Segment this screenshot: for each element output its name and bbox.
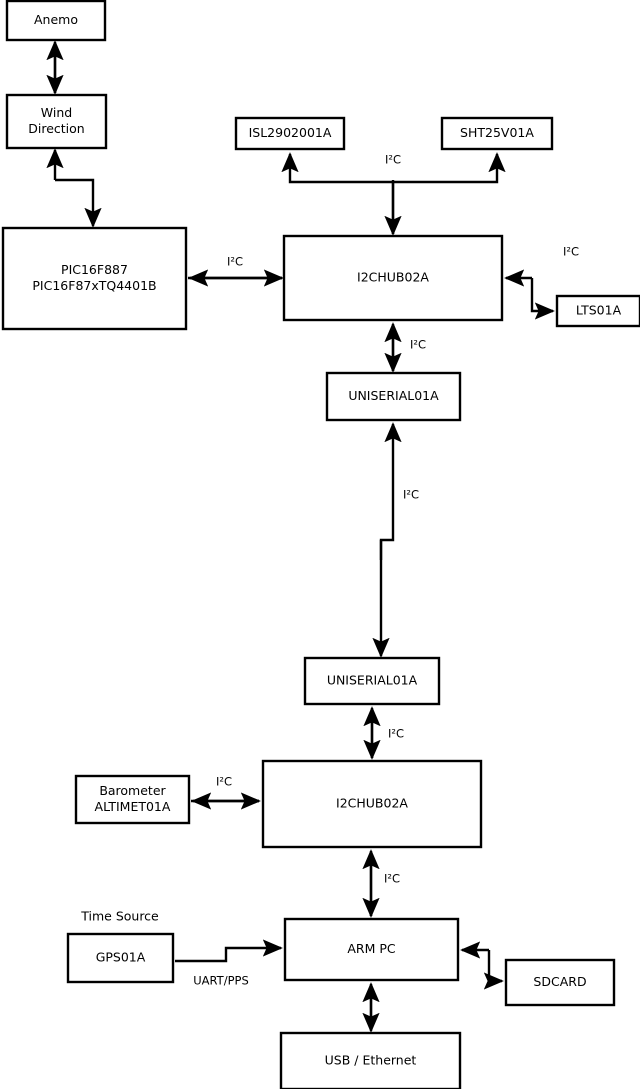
node-box-uniserial_dn[interactable] xyxy=(303,656,441,706)
node-box-sdcard[interactable] xyxy=(504,958,616,1007)
connector-wind-to-pic-down xyxy=(55,178,102,228)
node-label-uniserial_dn: UNISERIAL01A xyxy=(327,673,418,688)
edge-label-pic-hub-i2c: I²C xyxy=(227,255,243,269)
node-label-usb: USB / Ethernet xyxy=(325,1053,417,1068)
edge-label-hub-lts-i2c: I²C xyxy=(563,245,579,259)
node-box-anemo[interactable] xyxy=(5,0,107,42)
node-label-anemo: Anemo xyxy=(34,12,78,27)
node-box-sht[interactable] xyxy=(440,116,554,151)
node-usb[interactable]: USB / Ethernet xyxy=(279,1031,462,1089)
node-box-gps[interactable] xyxy=(66,932,175,984)
node-box-lts[interactable] xyxy=(555,294,640,328)
node-label-gps: GPS01A xyxy=(96,950,146,965)
node-box-uniserial_up[interactable] xyxy=(325,371,462,422)
node-box-usb[interactable] xyxy=(279,1031,462,1089)
edge-label-baro-hub-i2c: I²C xyxy=(216,775,232,789)
node-isl[interactable]: ISL2902001A xyxy=(234,116,346,151)
connector-uniserial-dn-to-up xyxy=(379,422,402,560)
node-label-hub_bot: I2CHUB02A xyxy=(336,796,408,811)
node-label-barometer: Barometer xyxy=(99,783,166,798)
connector-hub-to-isl xyxy=(281,152,395,234)
edge-label-uniserial-link-i2c: I²C xyxy=(403,488,419,502)
node-label-arm: ARM PC xyxy=(347,941,396,956)
edge-label-isl-sht-i2c: I²C xyxy=(385,153,401,167)
connector-layer xyxy=(46,40,555,1033)
connector-hub-to-sht xyxy=(393,152,506,184)
node-box-hub_top[interactable] xyxy=(282,234,504,322)
node-sdcard[interactable]: SDCARD xyxy=(504,958,616,1007)
node-hub_bot[interactable]: I2CHUB02A xyxy=(261,759,483,849)
node-label-wind: Wind xyxy=(41,105,72,120)
free-label-layer: Time Source xyxy=(80,909,159,924)
edge-label-gps-arm-uart: UART/PPS xyxy=(193,974,249,988)
node-box-arm[interactable] xyxy=(283,917,460,982)
connector-hub-to-lts xyxy=(530,278,555,320)
edge-label-hub-uniserial-i2c: I²C xyxy=(410,338,426,352)
node-box-wind[interactable] xyxy=(5,93,108,150)
connector-gps-to-arm xyxy=(175,939,283,963)
node-uniserial_dn[interactable]: UNISERIAL01A xyxy=(303,656,441,706)
node-box-isl[interactable] xyxy=(234,116,346,151)
node-box-pic[interactable] xyxy=(1,226,188,331)
node-label-isl: ISL2902001A xyxy=(249,125,332,140)
node-sht[interactable]: SHT25V01A xyxy=(440,116,554,151)
node-label-uniserial_up: UNISERIAL01A xyxy=(348,388,439,403)
node-label-pic: PIC16F87xTQ4401B xyxy=(32,278,156,293)
edge-label-layer: I²C I²C I²C I²C I²C I²C I²C I²C UART/PPS xyxy=(193,153,579,988)
node-uniserial_up[interactable]: UNISERIAL01A xyxy=(325,371,462,422)
node-label-pic: PIC16F887 xyxy=(61,262,128,277)
node-box-barometer[interactable] xyxy=(74,774,191,825)
connector-arm-to-sdcard xyxy=(483,950,504,990)
node-label-sht: SHT25V01A xyxy=(460,125,534,140)
node-box-hub_bot[interactable] xyxy=(261,759,483,849)
node-hub_top[interactable]: I2CHUB02A xyxy=(282,234,504,322)
label-time-source: Time Source xyxy=(80,909,159,924)
node-label-wind: Direction xyxy=(28,121,84,136)
node-label-barometer: ALTIMET01A xyxy=(95,799,171,814)
node-label-lts: LTS01A xyxy=(576,303,622,318)
node-gps[interactable]: GPS01A xyxy=(66,932,175,984)
node-label-hub_top: I2CHUB02A xyxy=(357,270,429,285)
edge-label-hub-arm-i2c: I²C xyxy=(384,872,400,886)
node-anemo[interactable]: Anemo xyxy=(5,0,107,42)
edge-label-uniserial-hub-i2c: I²C xyxy=(388,727,404,741)
node-lts[interactable]: LTS01A xyxy=(555,294,640,328)
node-label-sdcard: SDCARD xyxy=(533,974,586,989)
node-arm[interactable]: ARM PC xyxy=(283,917,460,982)
